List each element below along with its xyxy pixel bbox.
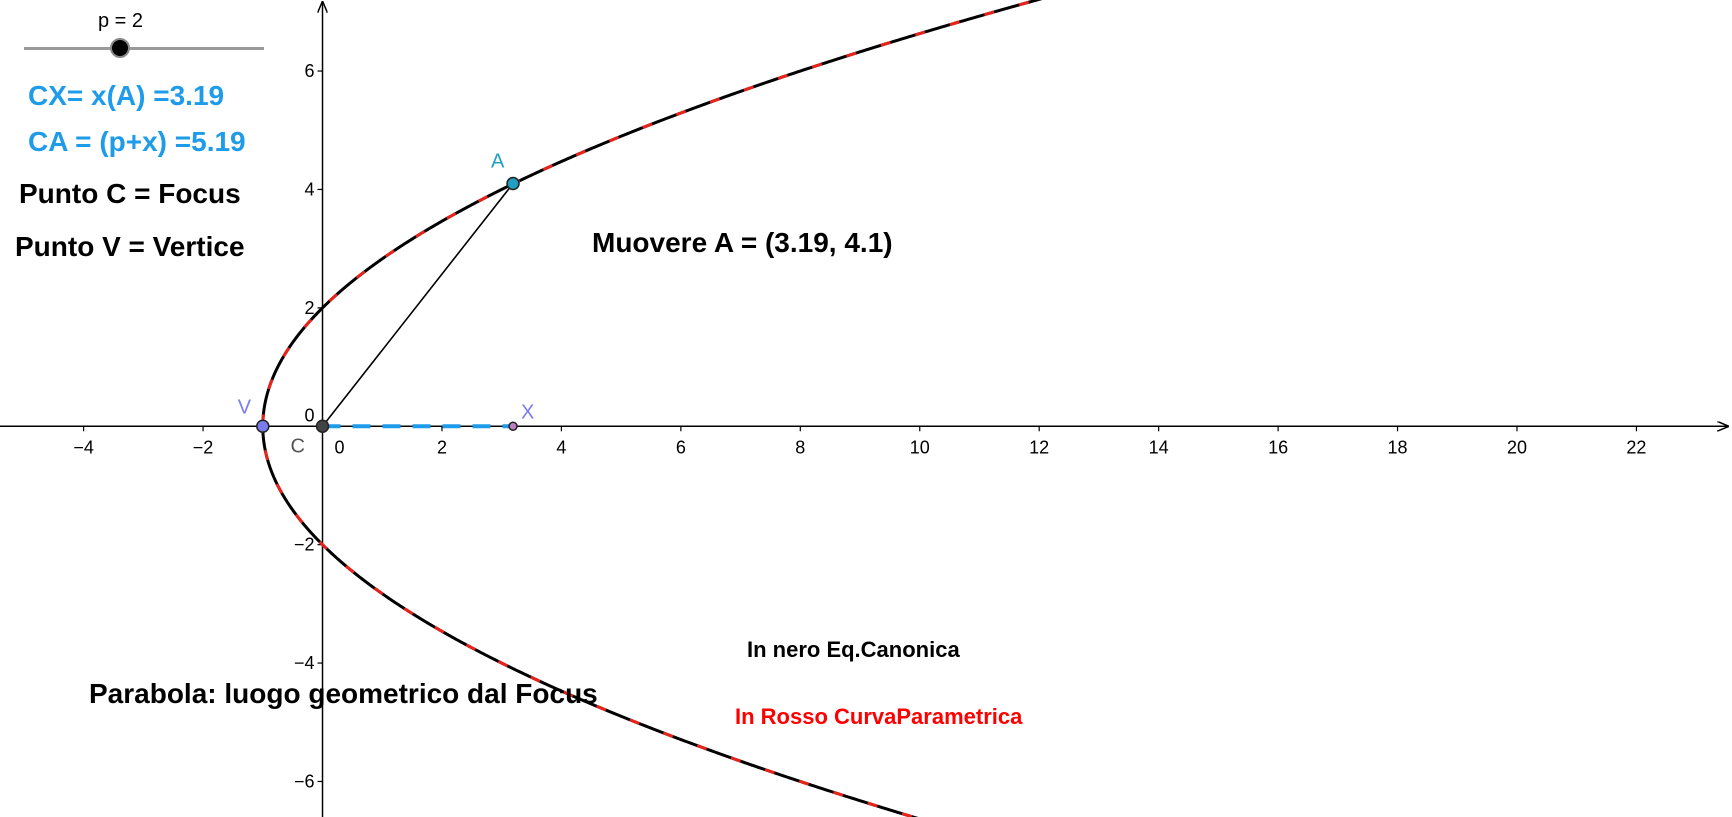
ca-text: CA = (p+x) =5.19 bbox=[28, 126, 246, 157]
y-tick-label: −2 bbox=[294, 535, 315, 555]
focus-text: Punto C = Focus bbox=[19, 178, 241, 209]
point-v[interactable] bbox=[256, 419, 270, 434]
point-a[interactable] bbox=[506, 176, 520, 191]
x-tick-label: 12 bbox=[1029, 437, 1049, 457]
parabola-canonical bbox=[261, 0, 1043, 817]
segment-ca bbox=[321, 183, 514, 427]
x-tick-label: 8 bbox=[795, 437, 805, 457]
point-x[interactable] bbox=[508, 421, 518, 432]
parabola-curves bbox=[261, 0, 1043, 817]
black-curve-note: In nero Eq.Canonica bbox=[747, 637, 960, 662]
point-v-label: V bbox=[238, 396, 252, 418]
y-tick-label: −6 bbox=[294, 771, 315, 791]
y-tick-label: −4 bbox=[294, 653, 315, 673]
point-a-label: A bbox=[491, 151, 505, 173]
x-tick-label: 16 bbox=[1268, 437, 1288, 457]
x-tick-label: 18 bbox=[1388, 437, 1408, 457]
x-tick-label: 4 bbox=[556, 437, 566, 457]
x-tick-label: 10 bbox=[910, 437, 930, 457]
y-tick-label: 6 bbox=[304, 61, 314, 81]
x-tick-label: 22 bbox=[1626, 437, 1646, 457]
p-slider-knob[interactable] bbox=[110, 38, 130, 58]
segments bbox=[321, 183, 514, 429]
x-tick-label: 20 bbox=[1507, 437, 1527, 457]
cx-text: CX= x(A) =3.19 bbox=[28, 80, 225, 111]
point-c-label: C bbox=[291, 435, 305, 457]
x-tick-label: 6 bbox=[676, 437, 686, 457]
x-tick-label: −4 bbox=[73, 437, 94, 457]
points[interactable]: A V C X bbox=[238, 151, 535, 458]
point-c[interactable] bbox=[315, 419, 330, 434]
move-a-text: Muovere A = (3.19, 4.1) bbox=[592, 227, 893, 258]
x-tick-label: 0 bbox=[335, 437, 345, 457]
title-text: Parabola: luogo geometrico dal Focus bbox=[89, 678, 598, 709]
p-slider-label: p = 2 bbox=[98, 10, 144, 32]
y-tick-label: 0 bbox=[304, 405, 314, 425]
y-tick-label: 2 bbox=[304, 298, 314, 318]
point-x-label: X bbox=[521, 401, 534, 423]
p-slider[interactable]: p = 2 bbox=[24, 8, 264, 58]
p-slider-track[interactable] bbox=[24, 47, 264, 50]
x-tick-label: −2 bbox=[193, 437, 214, 457]
y-tick-label: 4 bbox=[304, 179, 314, 199]
x-tick-label: 2 bbox=[437, 437, 447, 457]
x-tick-label: 14 bbox=[1149, 437, 1169, 457]
red-curve-note: In Rosso CurvaParametrica bbox=[735, 704, 1023, 729]
vertex-text: Punto V = Vertice bbox=[15, 231, 245, 262]
